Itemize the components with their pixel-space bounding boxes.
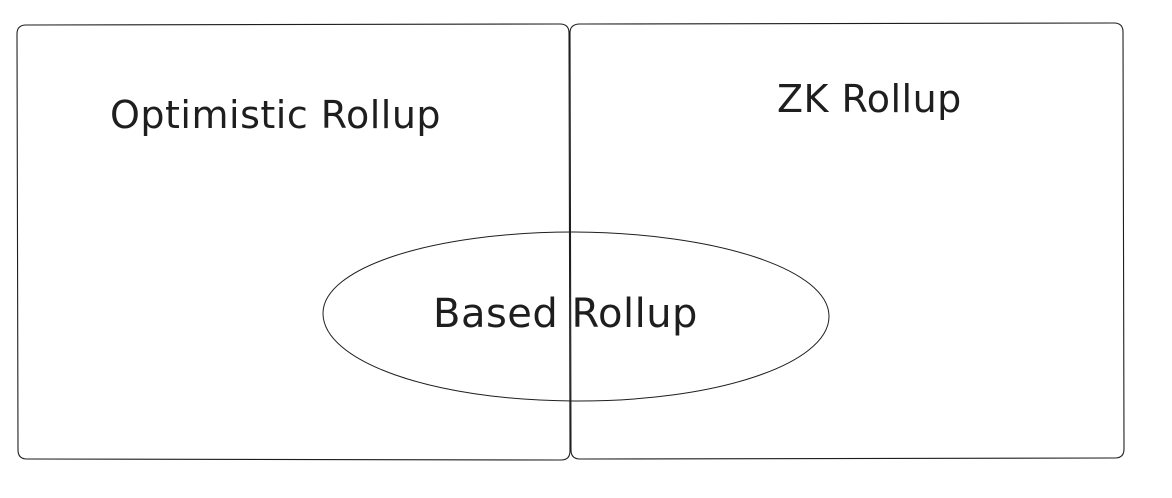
optimistic-rollup-label: Optimistic Rollup <box>110 93 442 137</box>
zk-rollup-box[interactable] <box>569 22 1125 460</box>
based-rollup-ellipse[interactable] <box>322 231 830 402</box>
optimistic-rollup-box[interactable] <box>16 23 571 461</box>
based-rollup-label: Based Rollup <box>433 291 698 337</box>
zk-rollup-label: ZK Rollup <box>777 77 962 121</box>
